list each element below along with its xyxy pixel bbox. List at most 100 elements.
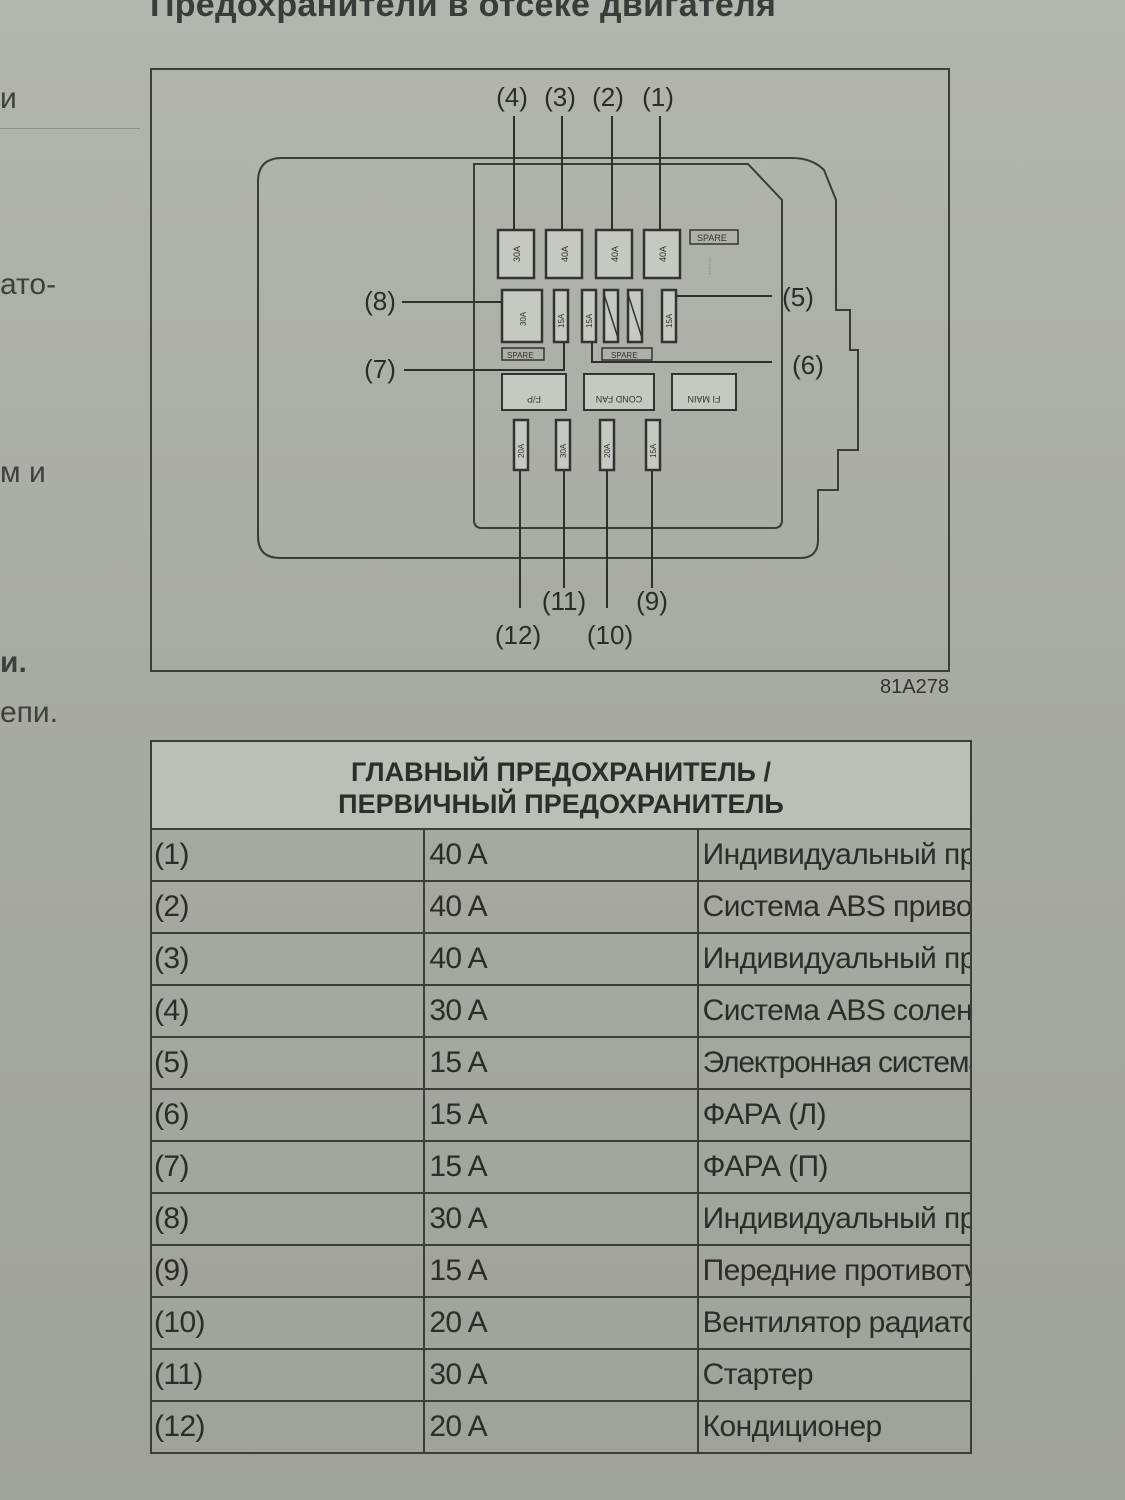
- fuse-mark: 20A: [603, 443, 612, 458]
- table-row: (5) 15 A Электронная система впрыска топ…: [149, 1036, 973, 1090]
- fuse-mark: 15A: [557, 313, 566, 328]
- table-header-line: ПЕРВИЧНЫЙ ПРЕДОХРАНИТЕЛЬ: [338, 789, 784, 819]
- fuse-rating: 30 A: [423, 984, 699, 1038]
- fuse-box-drawing: 30A 40A 40A 40A SPARE ········: [257, 82, 859, 650]
- table-row: (4) 30 A Система ABS соленоиды: [149, 984, 973, 1038]
- fuse-box-diagram: 30A 40A 40A 40A SPARE ········: [150, 68, 950, 672]
- fuse-mark: 30A: [512, 246, 522, 262]
- fuse-description: Система ABS соленоиды: [696, 984, 973, 1038]
- callout-3: (3): [544, 82, 576, 112]
- fuse-number: (2): [149, 880, 426, 934]
- fuse-5: [660, 288, 678, 344]
- fuse-rating: 20 A: [423, 1400, 699, 1454]
- fuse-mark: 15A: [649, 443, 658, 458]
- fuse-8: [500, 288, 544, 344]
- relay-label: F/P: [527, 394, 541, 404]
- fuse-mark: 40A: [560, 246, 570, 262]
- panel-note: ········: [706, 256, 713, 275]
- margin-fragment: и: [0, 82, 17, 115]
- fuse-rating: 15 A: [423, 1088, 699, 1142]
- fuse-mark: 30A: [519, 311, 528, 326]
- table-row: (11) 30 A Стартер: [149, 1348, 973, 1402]
- fuse-rating: 40 A: [423, 880, 699, 934]
- table-row: (10) 20 A Вентилятор радиатора: [149, 1296, 973, 1350]
- relay-label: COND FAN: [596, 394, 643, 404]
- fuse-mark: 15A: [585, 313, 594, 328]
- table-row: (3) 40 A Индивидуальный предохранитель: [149, 932, 973, 986]
- table-header-line: ГЛАВНЫЙ ПРЕДОХРАНИТЕЛЬ /: [351, 757, 771, 787]
- fuse-mark: 30A: [559, 443, 568, 458]
- fuse-box-housing: [257, 157, 859, 559]
- fuse-6: [580, 288, 598, 344]
- fuse-description: Кондиционер: [696, 1400, 973, 1454]
- fuse-description: Индивидуальный предохранитель: [696, 932, 973, 986]
- table-header-row: ГЛАВНЫЙ ПРЕДОХРАНИТЕЛЬ / ПЕРВИЧНЫЙ ПРЕДО…: [150, 740, 972, 830]
- fuse-number: (11): [149, 1348, 426, 1402]
- callout-4: (4): [496, 82, 528, 112]
- fuse-number: (4): [149, 984, 426, 1038]
- table-row: (9) 15 A Передние противотуманные фары: [149, 1244, 973, 1298]
- table-row: (2) 40 A Система ABS привод: [149, 880, 973, 934]
- spare-tag: [501, 347, 545, 361]
- fuse-mark: 40A: [610, 246, 620, 262]
- fuse-rating: 40 A: [423, 828, 699, 882]
- fuse-number: (8): [149, 1192, 426, 1246]
- fuse-number: (3): [149, 932, 426, 986]
- fuse-description: ФАРА (П): [696, 1140, 973, 1194]
- fuse-rating: 20 A: [423, 1296, 699, 1350]
- fuse-rating: 15 A: [423, 1140, 699, 1194]
- fuse-description: Система ABS привод: [696, 880, 973, 934]
- callout-12: (12): [495, 620, 541, 650]
- fuse-mark: 20A: [517, 443, 526, 458]
- fuse-4: [496, 228, 536, 280]
- table-row: (12) 20 A Кондиционер: [149, 1400, 973, 1454]
- fuse-number: (5): [149, 1036, 426, 1090]
- fuse-description: Электронная система впрыска топлива: [696, 1036, 973, 1090]
- callout-8: (8): [364, 286, 396, 316]
- callout-2: (2): [592, 82, 624, 112]
- fuse-number: (10): [149, 1296, 426, 1350]
- relay-fi-main: [671, 373, 737, 411]
- margin-divider: [0, 128, 140, 129]
- margin-fragment: и.: [0, 646, 27, 679]
- fuse-rating: 40 A: [423, 932, 699, 986]
- fuse-number: (7): [149, 1140, 426, 1194]
- table-row: (7) 15 A ФАРА (П): [149, 1140, 973, 1194]
- spare-label: SPARE: [697, 233, 727, 243]
- table-row: (6) 15 A ФАРА (Л): [149, 1088, 973, 1142]
- fuse-number: (9): [149, 1244, 426, 1298]
- callout-10: (10): [587, 620, 633, 650]
- fuse-1: [642, 228, 682, 280]
- fuse-number: (6): [149, 1088, 426, 1142]
- spare-label: SPARE: [611, 351, 638, 360]
- relay-label: FI MAIN: [688, 394, 721, 404]
- relay-fp: [501, 373, 567, 411]
- callout-5: (5): [782, 282, 814, 312]
- fuse-description: Вентилятор радиатора: [696, 1296, 973, 1350]
- callout-11: (11): [542, 586, 586, 616]
- fuse-description: Индивидуальный предохранитель: [696, 1192, 973, 1246]
- margin-fragment: м и: [0, 456, 46, 489]
- fuse-rating: 15 A: [423, 1244, 699, 1298]
- callout-7: (7): [364, 354, 396, 384]
- fuse-7: [552, 288, 570, 344]
- fuse-panel: [473, 163, 783, 529]
- fuse-description: ФАРА (Л): [696, 1088, 973, 1142]
- margin-fragment: ато-: [0, 268, 57, 301]
- figure-code: 81A278: [880, 676, 949, 698]
- fuse-mark: 15A: [665, 313, 674, 328]
- callout-9: (9): [636, 586, 668, 616]
- relay-cond-fan: [583, 373, 655, 411]
- fuse-description: Стартер: [696, 1348, 973, 1402]
- fuse-rating: 15 A: [423, 1036, 699, 1090]
- fuse-mark: 40A: [658, 246, 668, 262]
- fuse-3: [544, 228, 584, 280]
- spare-tag: [601, 347, 653, 361]
- fuse-rating: 30 A: [423, 1348, 699, 1402]
- fuse-2: [594, 228, 634, 280]
- table-header: ГЛАВНЫЙ ПРЕДОХРАНИТЕЛЬ / ПЕРВИЧНЫЙ ПРЕДО…: [150, 740, 972, 830]
- callout-1: (1): [642, 82, 674, 112]
- fuse-description: Индивидуальный предохранитель: [696, 828, 973, 882]
- margin-fragment: епи.: [0, 696, 59, 729]
